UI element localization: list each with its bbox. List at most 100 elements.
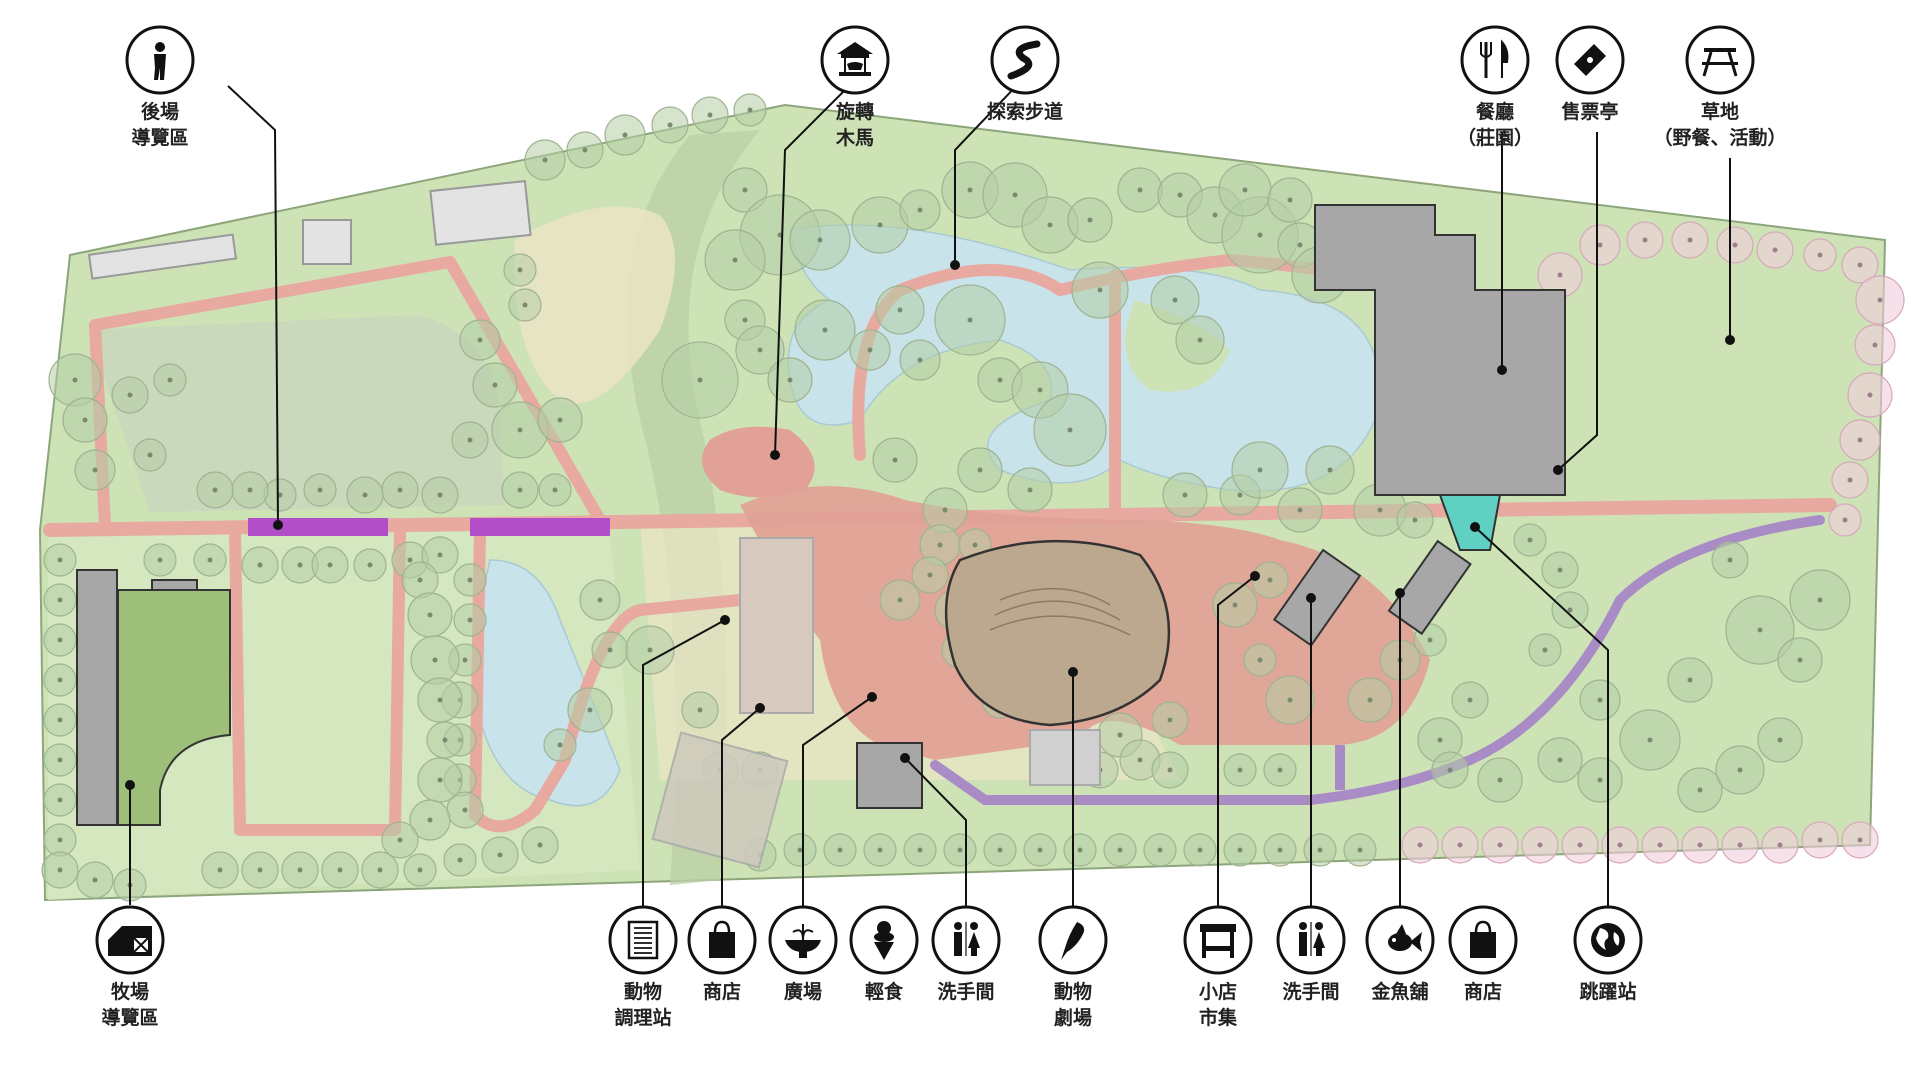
tree: [1218, 163, 1272, 217]
tree: [899, 189, 941, 231]
tree: [1579, 679, 1621, 721]
tree: [591, 631, 629, 669]
tree: [1451, 681, 1489, 719]
label-text: 牧場: [111, 980, 149, 1003]
label-text: 洗手間: [937, 980, 994, 1003]
gate-bar-1: [248, 518, 388, 536]
tree-blossom: [1831, 461, 1869, 499]
tree: [579, 579, 621, 621]
tree: [381, 821, 419, 859]
tree-blossom: [1803, 238, 1837, 272]
label-text: 動物: [1054, 980, 1092, 1003]
clipboard-icon-ring: [608, 905, 678, 975]
barn-icon: [108, 926, 152, 956]
tree: [43, 663, 77, 697]
tree: [321, 851, 359, 889]
tree: [1777, 637, 1823, 683]
globe-icon-glyph: [1591, 923, 1625, 957]
purple-path: [930, 515, 1825, 805]
label-trampoline[interactable]: 跳躍站: [1573, 905, 1643, 1003]
marker-restroom1: [900, 753, 910, 763]
globe-icon-glyph: [1596, 928, 1620, 950]
fountain-icon-glyph: [799, 950, 807, 958]
fountain-icon-glyph: [792, 924, 814, 941]
label-shop-2[interactable]: 商店: [1448, 905, 1518, 1003]
tree: [849, 329, 891, 371]
leader-backstage: [227, 85, 279, 526]
person-icon-glyph: [155, 42, 165, 52]
person-icon: [154, 42, 166, 80]
tree: [1343, 833, 1377, 867]
tree: [133, 438, 167, 472]
tree: [1277, 487, 1323, 533]
carousel-icon-ring: [820, 25, 890, 95]
label-plaza[interactable]: 廣場: [768, 905, 838, 1003]
tree-blossom: [1841, 821, 1879, 859]
ponds: [475, 224, 1380, 807]
tree: [521, 826, 559, 864]
label-goldfish-shop[interactable]: 金魚舖: [1365, 905, 1435, 1003]
marker-market: [1250, 571, 1260, 581]
label-restaurant[interactable]: 餐廳（莊園）: [1457, 25, 1533, 149]
tree: [353, 548, 387, 582]
label-explore-trail[interactable]: 探索步道: [987, 25, 1063, 123]
ranch-barn: [76, 569, 118, 826]
shop-building: [739, 537, 814, 714]
picnic-table-icon-glyph: [1702, 51, 1713, 77]
carousel-icon-glyph: [841, 54, 869, 58]
tree: [651, 106, 689, 144]
label-restroom-2[interactable]: 洗手間: [1276, 905, 1346, 1003]
tree: [566, 131, 604, 169]
label-text: 售票亭: [1560, 100, 1618, 123]
tree: [407, 592, 453, 638]
ice-cream-icon-glyph: [877, 921, 891, 935]
tree: [1577, 757, 1623, 803]
label-ticket-booth[interactable]: 售票亭: [1555, 25, 1625, 123]
tree: [767, 357, 813, 403]
picnic-table-icon-ring: [1685, 25, 1755, 95]
tree-blossom: [1855, 275, 1905, 325]
tree: [43, 783, 77, 817]
leader-ticket: [1557, 132, 1598, 471]
tree: [681, 691, 719, 729]
tree: [1396, 501, 1434, 539]
tree: [1243, 643, 1277, 677]
tree: [1265, 675, 1315, 725]
market-stall-icon-ring: [1183, 905, 1253, 975]
marker-goldfish: [1395, 588, 1405, 598]
tree: [1303, 833, 1337, 867]
buildings: [76, 180, 1566, 869]
tree: [1431, 751, 1469, 789]
tree: [453, 603, 487, 637]
leader-shop1: [721, 707, 761, 920]
tree: [1175, 315, 1225, 365]
tree: [1103, 833, 1137, 867]
label-restroom-1[interactable]: 洗手間: [931, 905, 1001, 1003]
tree: [1007, 467, 1053, 513]
tree-blossom: [1641, 826, 1679, 864]
tree: [1023, 833, 1057, 867]
label-text: 劇場: [1054, 1007, 1092, 1029]
label-snacks[interactable]: 輕食: [849, 905, 919, 1003]
carousel-plaza: [702, 426, 815, 498]
label-shop-1[interactable]: 商店: [687, 905, 757, 1003]
restroom-building-1: [856, 742, 923, 809]
tree: [1757, 717, 1803, 763]
tree-blossom: [1441, 826, 1479, 864]
marker-theater: [1068, 667, 1078, 677]
marker-ticket: [1553, 465, 1563, 475]
fork-knife-icon-glyph: [1501, 39, 1509, 78]
tree: [543, 728, 577, 762]
marker-trail: [950, 260, 960, 270]
label-lawn[interactable]: 草地（野餐、活動）: [1653, 25, 1787, 149]
label-text: 旋轉: [835, 100, 874, 123]
tree: [503, 253, 537, 287]
tree: [1677, 767, 1723, 813]
tree: [661, 341, 739, 419]
